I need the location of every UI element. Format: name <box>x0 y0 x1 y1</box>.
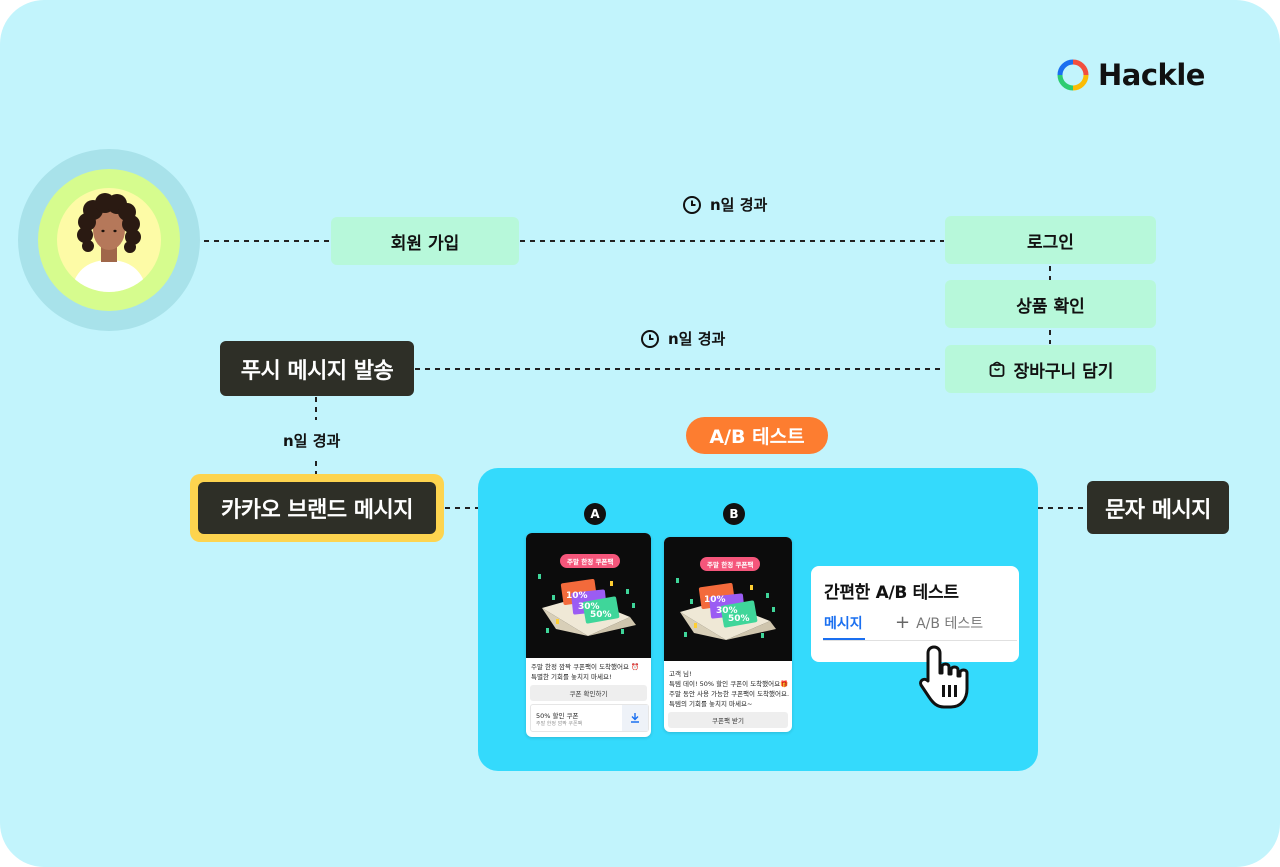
download-button[interactable] <box>622 705 648 731</box>
variant-a-card[interactable]: 10% 30% 50% 주말 한정 쿠폰팩 주말 한정 깜짝 쿠폰팩이 도착했어… <box>526 533 651 737</box>
variant-b-badge: B <box>723 503 745 525</box>
channel-node-push[interactable]: 푸시 메시지 발송 <box>220 341 414 396</box>
event-label-view-product: 상품 확인 <box>1016 292 1084 317</box>
coupon-image: 10% 30% 50% <box>526 533 651 658</box>
channel-node-kakao[interactable]: 카카오 브랜드 메시지 <box>198 482 436 534</box>
variant-a-badge: A <box>584 503 606 525</box>
variant-b-card[interactable]: 10% 30% 50% 주말 한정 쿠폰팩 고객 님! 특템 데이! 50% 할… <box>664 537 792 732</box>
card-body-line: 주말 동안 사용 가능한 쿠폰팩이 도착했어요. <box>669 689 789 699</box>
coupon-burst-illustration: 10% 30% 50% <box>526 533 651 658</box>
clock-icon <box>682 195 702 215</box>
coupon-row: 50% 할인 쿠폰 주말 한정 깜짝 쿠폰팩 <box>530 704 649 732</box>
coupon-pct-10: 10% <box>704 595 726 605</box>
coupon-pill: 주말 한정 쿠폰팩 <box>560 554 620 568</box>
coupon-pct-50: 50% <box>590 610 612 620</box>
event-label-login: 로그인 <box>1027 228 1074 253</box>
user-portrait-icon <box>57 188 161 292</box>
hackle-ring-icon <box>1056 58 1090 92</box>
elapsed-after-push: n일 경과 <box>283 430 340 451</box>
elapsed-label: n일 경과 <box>710 194 767 215</box>
card-body-line: 고객 님! <box>669 669 692 679</box>
ab-test-ui-title: 간편한 A/B 테스트 <box>824 578 959 603</box>
brand-name: Hackle <box>1098 58 1205 92</box>
coupon-pct-50: 50% <box>728 614 750 624</box>
coupon-burst-illustration: 10% 30% 50% <box>664 537 792 661</box>
tab-add-ab-test-label: A/B 테스트 <box>916 613 983 633</box>
event-node-login[interactable]: 로그인 <box>945 216 1156 264</box>
get-coupon-button[interactable]: 쿠폰팩 받기 <box>668 712 788 728</box>
coupon-title: 50% 할인 쿠폰 <box>536 710 579 720</box>
card-body-line: 특별한 기회를 놓치지 마세요! <box>531 672 612 682</box>
shopping-bag-icon <box>988 360 1006 378</box>
coupon-image: 10% 30% 50% <box>664 537 792 661</box>
elapsed-label: n일 경과 <box>668 328 725 349</box>
coupon-check-button[interactable]: 쿠폰 확인하기 <box>530 685 647 701</box>
coupon-pct-10: 10% <box>566 591 588 601</box>
elapsed-after-signup: n일 경과 <box>682 194 767 215</box>
hackle-logo: Hackle <box>1056 58 1205 92</box>
channel-label-push: 푸시 메시지 발송 <box>241 353 394 385</box>
pointer-hand-icon <box>916 643 976 711</box>
elapsed-after-cart: n일 경과 <box>640 328 725 349</box>
coupon-pill: 주말 한정 쿠폰팩 <box>700 557 760 571</box>
plus-icon: + <box>895 612 910 633</box>
tab-message[interactable]: 메시지 <box>824 613 863 633</box>
event-node-view-product[interactable]: 상품 확인 <box>945 280 1156 328</box>
avatar <box>57 188 161 292</box>
channel-node-sms[interactable]: 문자 메시지 <box>1087 481 1229 534</box>
event-node-signup[interactable]: 회원 가입 <box>331 217 519 265</box>
ab-test-ui-card: 간편한 A/B 테스트 메시지 + A/B 테스트 <box>811 566 1019 662</box>
card-body-line: 특템의 기회를 놓치지 마세요~ <box>669 699 752 709</box>
coupon-subtitle: 주말 한정 깜짝 쿠폰팩 <box>536 720 582 727</box>
card-body-line: 특템 데이! 50% 할인 쿠폰이 도착했어요🎁 <box>669 679 788 689</box>
channel-label-kakao: 카카오 브랜드 메시지 <box>221 492 413 524</box>
event-node-add-to-cart[interactable]: 장바구니 담기 <box>945 345 1156 393</box>
tab-active-underline <box>823 638 865 640</box>
tab-add-ab-test[interactable]: + A/B 테스트 <box>895 612 983 633</box>
ab-test-label: A/B 테스트 <box>686 417 828 454</box>
event-label-signup: 회원 가입 <box>391 229 459 254</box>
tab-divider <box>823 640 1017 641</box>
clock-icon <box>640 329 660 349</box>
download-icon <box>629 712 641 724</box>
card-body-line: 주말 한정 깜짝 쿠폰팩이 도착했어요 ⏰ <box>531 662 639 672</box>
channel-label-sms: 문자 메시지 <box>1105 492 1211 524</box>
event-label-add-to-cart: 장바구니 담기 <box>1014 357 1114 382</box>
